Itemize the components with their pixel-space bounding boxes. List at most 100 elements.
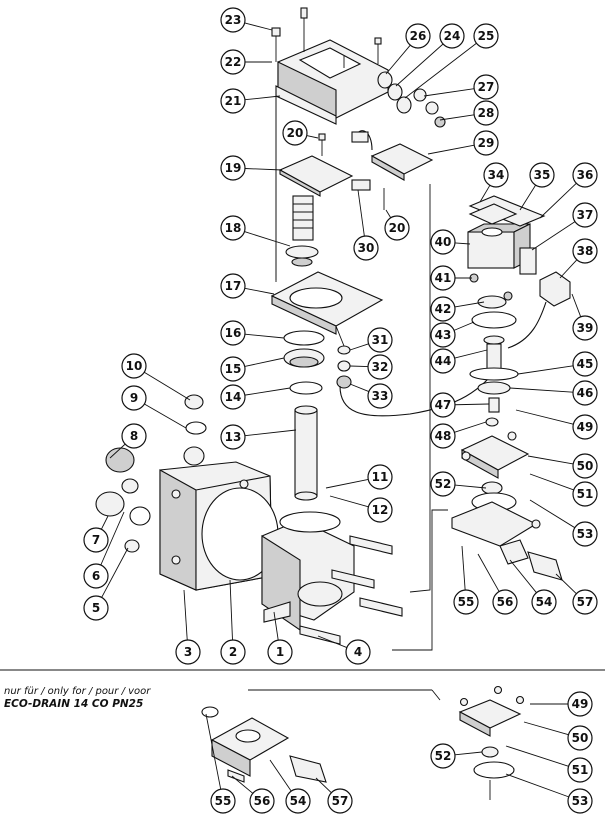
callout-leader [515, 409, 574, 425]
callout-number: 29 [478, 136, 495, 150]
callout-43: 43 [430, 321, 475, 348]
callout-leader [529, 473, 574, 491]
callout-leader [477, 553, 500, 592]
callout-circle [220, 384, 246, 410]
callout-34: 34 [479, 162, 509, 203]
callout-leader [509, 559, 537, 593]
callout-number: 51 [572, 763, 589, 777]
callout-circle [220, 88, 246, 114]
callout-circle [121, 423, 147, 449]
callout-circle [567, 691, 593, 717]
callout-leader [244, 22, 273, 31]
callout-number: 35 [534, 168, 551, 182]
callout-number: 8 [130, 429, 138, 443]
callout-leader [231, 775, 254, 794]
callout-6: 6 [83, 511, 125, 589]
callout-36: 36 [539, 162, 598, 219]
callout-number: 52 [435, 477, 452, 491]
bolts [299, 535, 403, 645]
callout-leader [101, 547, 129, 598]
callout-number: 11 [372, 470, 389, 484]
callout-number: 31 [372, 333, 389, 347]
callout-number: 9 [130, 391, 138, 405]
callout-51: 51 [505, 745, 593, 783]
callout-47: 47 [430, 392, 490, 418]
callout-leader [539, 182, 577, 219]
callout-33: 33 [349, 383, 393, 409]
callout-circle [367, 354, 393, 380]
callout-35: 35 [519, 162, 555, 211]
callout-57: 57 [315, 777, 353, 814]
callout-circle [367, 327, 393, 353]
callout-number: 12 [372, 503, 389, 517]
callout-leader [244, 429, 297, 437]
callout-number: 26 [410, 29, 427, 43]
callout-number: 19 [225, 161, 242, 175]
callout-number: 14 [225, 390, 242, 404]
callout-1: 1 [267, 611, 293, 665]
callout-18: 18 [220, 215, 291, 247]
callout-circle [282, 120, 308, 146]
callout-number: 41 [435, 271, 452, 285]
callout-circle [531, 589, 557, 615]
callout-leader [244, 387, 291, 396]
valve-core [469, 273, 519, 427]
callout-circle [430, 265, 456, 291]
callout-leader [527, 455, 574, 465]
callout-leader [461, 545, 466, 591]
callout-leader [315, 777, 332, 794]
callout-circle [473, 74, 499, 100]
inset-eco-drain [201, 685, 525, 800]
callout-circle [220, 356, 246, 382]
callout-circle [220, 215, 246, 241]
callout-circle [572, 481, 598, 507]
callout-circle [367, 497, 393, 523]
callout-number: 55 [215, 794, 232, 808]
callout-circle [353, 235, 379, 261]
callout-number: 57 [332, 794, 349, 808]
callout-number: 55 [458, 595, 475, 609]
callout-circle [572, 414, 598, 440]
callout-number: 3 [184, 645, 192, 659]
callout-number: 46 [577, 386, 594, 400]
callout-circle [430, 423, 456, 449]
callout-22: 22 [220, 49, 272, 75]
callout-circle [430, 392, 456, 418]
callout-leader [479, 185, 491, 203]
callout-circle [175, 639, 201, 665]
callout-circle [327, 788, 353, 814]
callout-leader [385, 209, 392, 218]
callout-circle [220, 273, 246, 299]
small-fittings [336, 345, 499, 417]
callout-circle [572, 202, 598, 228]
callout-circle [83, 595, 109, 621]
callout-leader [454, 484, 487, 489]
callout-21: 21 [220, 88, 281, 114]
callout-number: 54 [290, 794, 307, 808]
callout-circle [249, 788, 275, 814]
callout-leader [144, 371, 191, 401]
callout-number: 56 [497, 595, 514, 609]
callout-leader [395, 43, 444, 87]
cover-assembly [271, 7, 389, 125]
callout-3: 3 [175, 589, 201, 665]
callout-50: 50 [527, 453, 598, 479]
callout-leader [454, 751, 483, 756]
callout-circle [121, 353, 147, 379]
callout-circle [220, 7, 246, 33]
callout-number: 33 [372, 389, 389, 403]
callout-number: 10 [126, 359, 143, 373]
callout-number: 49 [572, 697, 589, 711]
callout-50: 50 [523, 721, 593, 751]
callout-circle [384, 215, 410, 241]
callout-number: 34 [488, 168, 505, 182]
callout-circle [572, 162, 598, 188]
callout-number: 4 [354, 645, 362, 659]
callout-circle [430, 296, 456, 322]
callout-circle [220, 155, 246, 181]
callout-circle [220, 49, 246, 75]
callout-12: 12 [329, 495, 393, 523]
callout-circle [83, 563, 109, 589]
callout-number: 57 [577, 595, 594, 609]
